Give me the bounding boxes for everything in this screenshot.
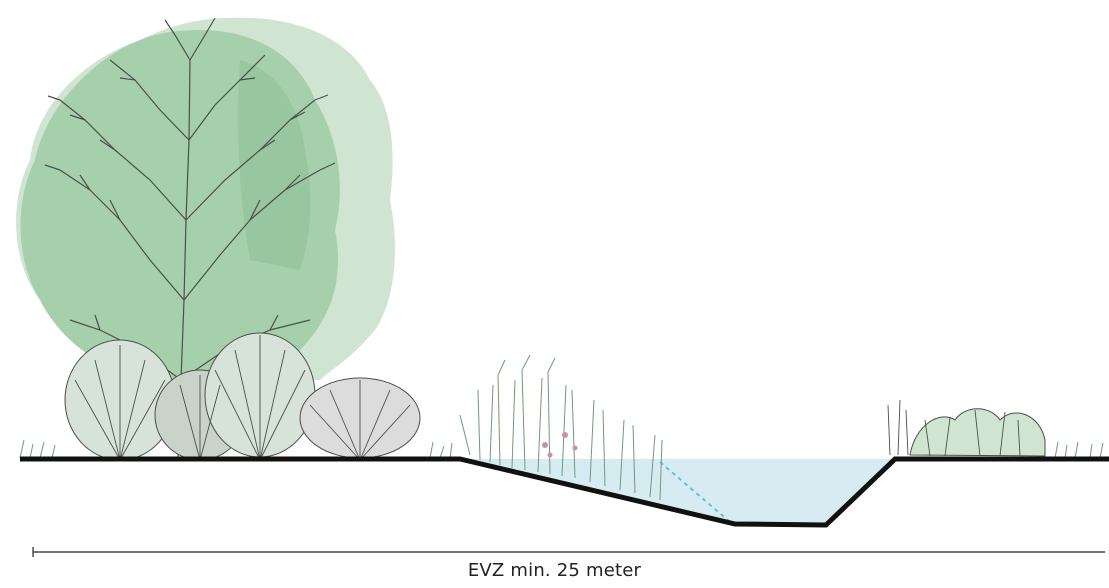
right-bank-shrubs [887, 399, 1104, 459]
grass-strip-left [19, 439, 453, 459]
reed-icon [459, 354, 663, 501]
ground-profile [20, 456, 1109, 528]
tree-canopy [16, 17, 396, 382]
canopy-shade [238, 60, 311, 270]
flower-icon [542, 432, 578, 458]
dimension-caption: EVZ min. 25 meter [467, 560, 642, 581]
shrub-row [64, 332, 421, 461]
dimension-line [32, 547, 1105, 557]
water-body [470, 459, 895, 525]
